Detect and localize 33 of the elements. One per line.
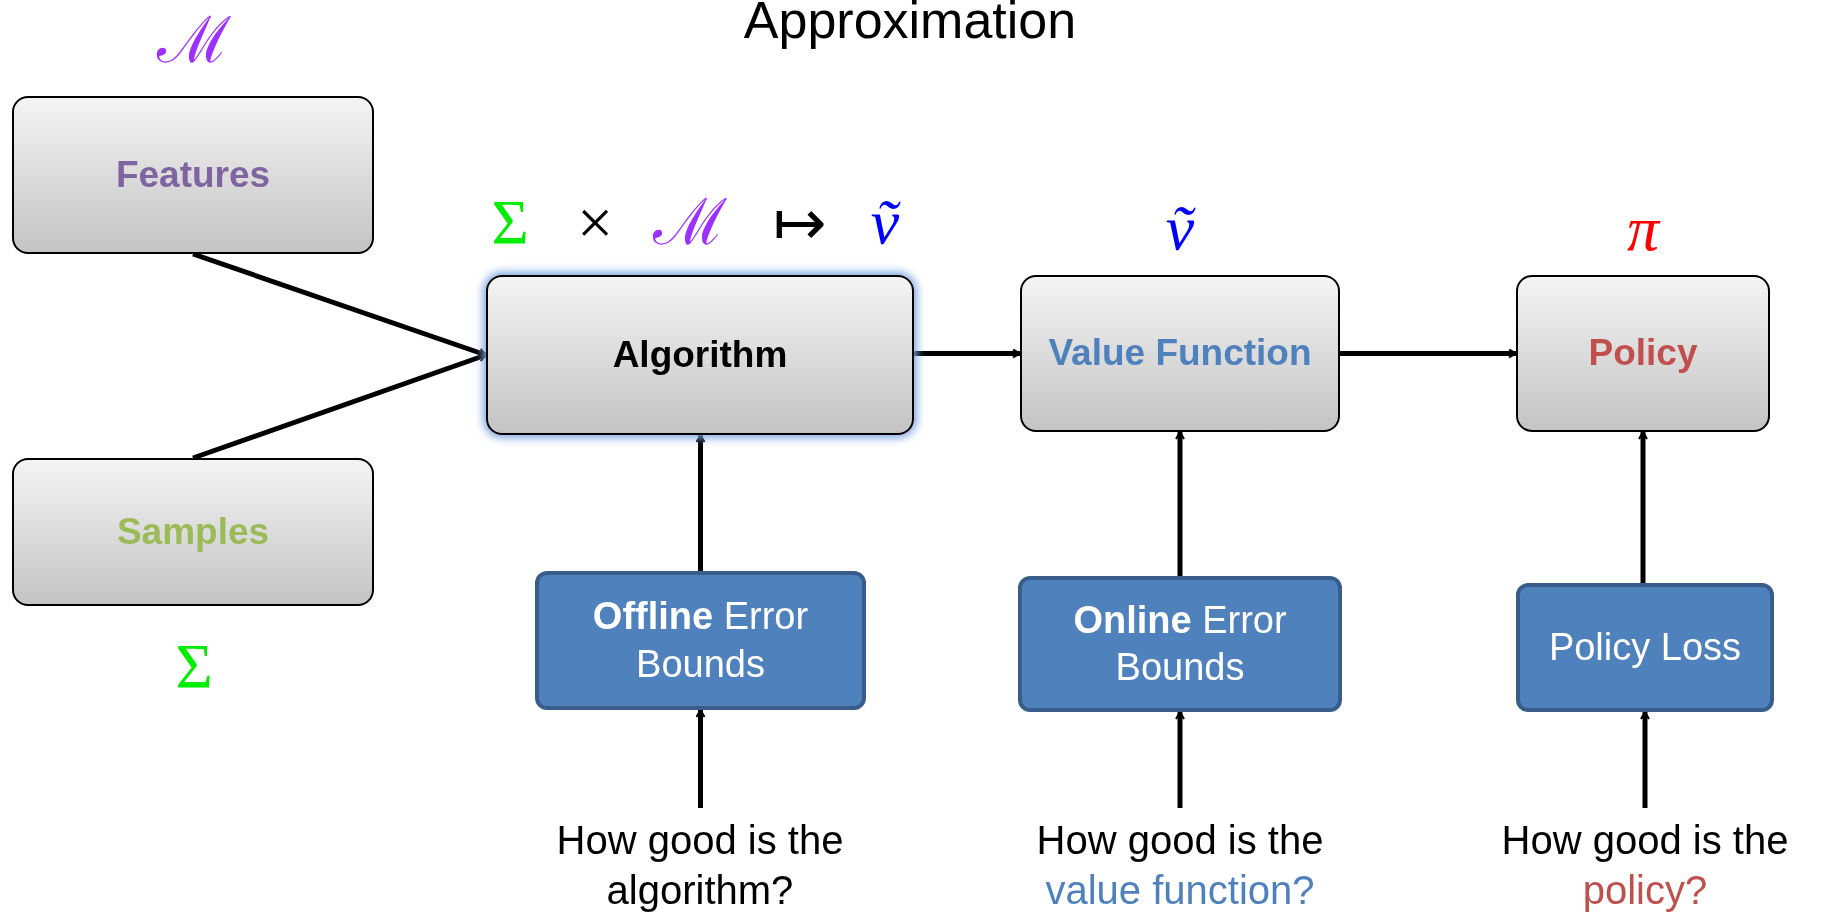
arrow (914, 348, 1021, 359)
arrow (192, 352, 487, 461)
math-symbol: ṽ (870, 191, 900, 255)
arrow (1638, 431, 1648, 583)
question-line: policy? (1582, 867, 1708, 914)
error-box: Offline Error Bounds (535, 571, 866, 710)
error-box: Online Error Bounds (1018, 576, 1342, 712)
arrow (1175, 711, 1185, 808)
arrow (695, 434, 706, 571)
process-box: Policy (1516, 275, 1770, 432)
math-symbol: Σ (491, 191, 529, 255)
question-line: How good is the (1036, 817, 1324, 864)
process-box: Samples (12, 458, 374, 606)
process-box: Algorithm (486, 275, 914, 435)
process-box: Features (12, 96, 374, 254)
arrow (192, 251, 487, 358)
question-line: algorithm? (606, 867, 794, 914)
question-line: value function? (1045, 867, 1315, 914)
math-symbol: ṽ (1165, 197, 1195, 261)
math-symbol: Σ (175, 635, 213, 699)
math-symbol: × (576, 191, 614, 255)
math-symbol: π (1626, 197, 1660, 261)
math-symbol: ℳ (653, 191, 727, 255)
process-box: Value Function (1020, 275, 1340, 432)
question-line: How good is the (556, 817, 844, 864)
error-box: Policy Loss (1516, 583, 1774, 712)
math-symbol: ↦ (773, 191, 827, 255)
question-line: How good is the (1501, 817, 1789, 864)
arrow (695, 709, 706, 808)
arrow (1640, 711, 1650, 808)
math-symbol: ℳ (157, 9, 231, 73)
arrow (1340, 348, 1517, 359)
arrow (1175, 431, 1185, 576)
